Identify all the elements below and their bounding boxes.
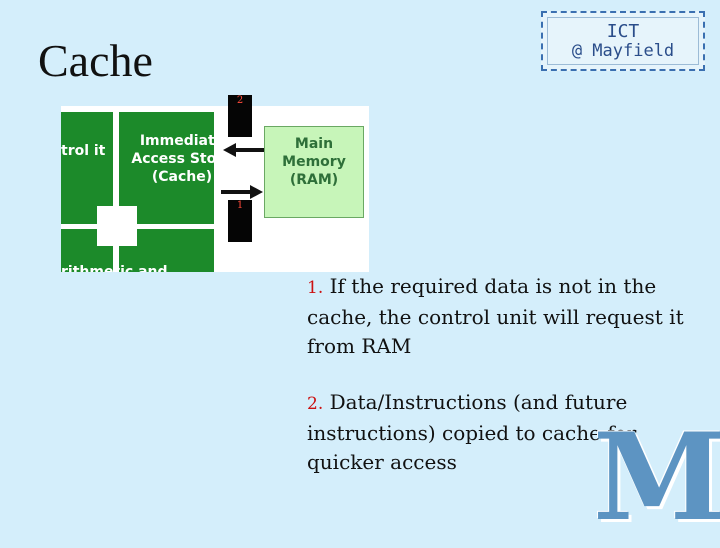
cpu-divider-vertical-left	[113, 106, 119, 272]
arrow-right-head-icon	[250, 185, 263, 199]
cache-label: Immediate Access Store (Cache)	[131, 133, 233, 185]
point-1-number: 1.	[307, 278, 324, 298]
step-tag-2: 2	[228, 95, 252, 137]
point-1: 1. If the required data is not in the ca…	[307, 272, 687, 361]
point-2: 2. Data/Instructions (and future instruc…	[307, 388, 687, 477]
cpu-block	[61, 106, 221, 272]
logo-line-2: @ Mayfield	[571, 41, 675, 61]
cache-diagram: trol it Immediate Access Store (Cache) r…	[61, 106, 369, 272]
cpu-divider-vertical-right	[214, 106, 221, 272]
cpu-top-edge	[61, 106, 221, 112]
point-2-number: 2.	[307, 394, 324, 414]
ict-mayfield-logo: ICT @ Mayfield	[541, 11, 705, 71]
data-flow-arrows	[221, 143, 264, 199]
control-unit-label: trol it	[61, 143, 106, 159]
step-tag-1: 1	[228, 200, 252, 242]
logo-line-1: ICT	[606, 21, 640, 42]
logo-inner-frame	[547, 17, 699, 65]
alu-label: rithmetic and	[61, 264, 168, 272]
ram-label: Main Memory (RAM)	[282, 136, 346, 188]
mayfield-monogram-icon: M	[593, 407, 720, 548]
point-1-text: If the required data is not in the cache…	[307, 274, 684, 358]
ram-box: Main Memory (RAM)	[264, 126, 364, 218]
point-2-text: Data/Instructions (and future instructio…	[307, 390, 637, 474]
arrow-left-head-icon	[223, 143, 236, 157]
cpu-divider-horizontal	[61, 224, 221, 229]
slide-title: Cache	[38, 35, 153, 86]
cpu-connector-square	[97, 206, 137, 246]
